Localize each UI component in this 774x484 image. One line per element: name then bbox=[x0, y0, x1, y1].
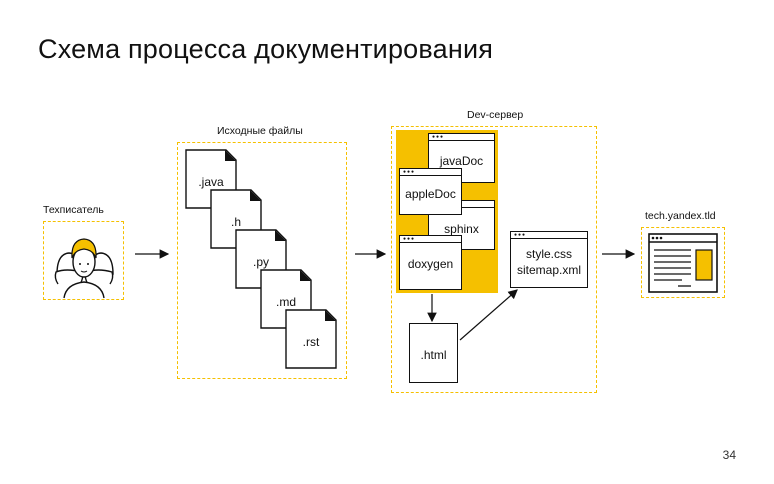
people-icon bbox=[54, 238, 114, 299]
sources-label: Исходные файлы bbox=[217, 125, 303, 137]
file-name: .java bbox=[198, 175, 224, 189]
file-name: .py bbox=[252, 255, 269, 269]
asset-style-css: style.css bbox=[525, 247, 572, 261]
generator-name: sphinx bbox=[444, 222, 479, 236]
generator-doxygen: ●●● doxygen bbox=[399, 235, 462, 290]
site-box bbox=[641, 227, 725, 298]
site-label: tech.yandex.tld bbox=[645, 210, 716, 222]
dev-server-label: Dev-сервер bbox=[467, 109, 524, 121]
arrow-html-to-assets bbox=[459, 289, 518, 341]
file-name: .md bbox=[275, 295, 296, 309]
generator-name: doxygen bbox=[407, 257, 454, 271]
asset-sitemap-xml: sitemap.xml bbox=[516, 263, 581, 277]
file-rst: .rst bbox=[285, 309, 337, 369]
html-output: .html bbox=[409, 323, 458, 383]
writer-box bbox=[43, 221, 124, 300]
generator-appledoc: ●●● appleDoc bbox=[399, 168, 462, 215]
html-output-label: .html bbox=[420, 348, 447, 362]
file-name: .rst bbox=[302, 335, 320, 349]
dev-server-box bbox=[391, 126, 597, 393]
generator-name: javaDoc bbox=[439, 154, 484, 168]
assets-window: ●●● style.css sitemap.xml bbox=[510, 231, 588, 288]
writer-label: Техписатель bbox=[43, 204, 104, 216]
website-icon bbox=[648, 233, 718, 293]
page-number: 34 bbox=[722, 448, 736, 462]
file-name: .h bbox=[230, 215, 241, 229]
sources-box bbox=[177, 142, 347, 379]
generator-name: appleDoc bbox=[405, 187, 456, 201]
slide-title: Схема процесса документирования bbox=[38, 34, 494, 64]
